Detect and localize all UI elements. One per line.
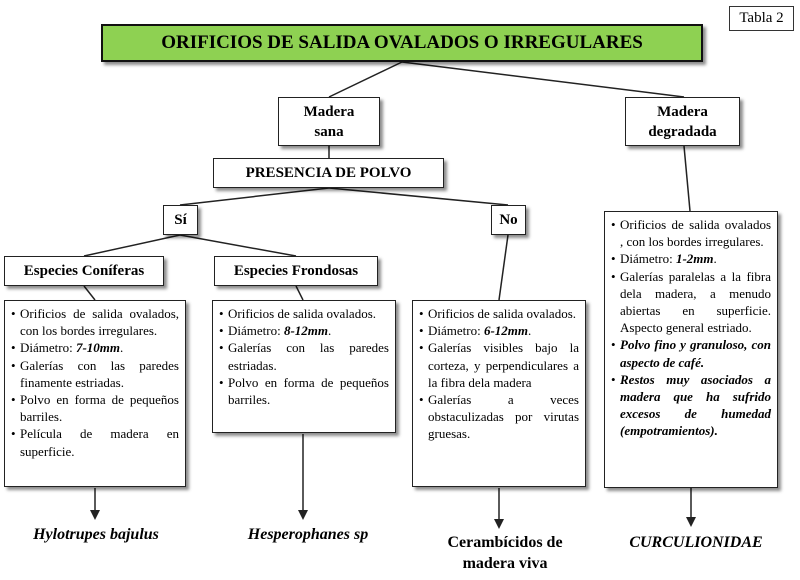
branch-madera-sana: Madera sana <box>278 97 380 146</box>
list-item-text: Polvo en forma de pequeños barriles. <box>20 392 179 425</box>
list-item-text: Orificios de salida ovalados. <box>428 306 577 321</box>
list-item-text: . <box>120 340 124 356</box>
list-item-text: Orificios de salida ovalados, con los bo… <box>20 306 179 339</box>
list-item: Diámetro: 8-12mm. <box>219 322 389 339</box>
list-item-text: Galerías con las paredes estriadas. <box>228 340 389 373</box>
list-item: Galerías a veces obstaculizadas por viru… <box>419 391 579 443</box>
list-item: Polvo en forma de pequeños barriles. <box>219 374 389 408</box>
list-item-text: Galerías con las paredes finamente estri… <box>20 357 179 390</box>
list-item: Polvo en forma de pequeños barriles. <box>11 391 179 425</box>
question-presencia-polvo: PRESENCIA DE POLVO <box>213 158 444 188</box>
table-tag: Tabla 2 <box>729 6 794 31</box>
list-item-text: Galerías visibles bajo la corteza, y per… <box>428 340 579 390</box>
list-item: Orificios de salida ovalados. <box>219 305 389 322</box>
answer-no: No <box>491 205 526 235</box>
list-item-text: Diámetro: <box>20 340 76 356</box>
feature-list-coniferas: Orificios de salida ovalados, con los bo… <box>4 300 186 487</box>
feature-list-degradada: Orificios de salida ovalados , con los b… <box>604 211 778 488</box>
branch-madera-degradada: Madera degradada <box>625 97 740 146</box>
list-item-text: Polvo fino y granuloso, con aspecto de c… <box>620 337 771 370</box>
list-item: Orificios de salida ovalados , con los b… <box>611 216 771 250</box>
result-coniferas: Hylotrupes bajulus <box>33 526 159 543</box>
list-item-text: Polvo en forma de pequeños barriles. <box>228 374 389 408</box>
list-item-text: . <box>328 323 332 339</box>
list-item-text: 6-12mm <box>483 323 529 339</box>
list-item-text: Orificios de salida ovalados , con los b… <box>620 217 771 250</box>
list-item: Galerías con las paredes finamente estri… <box>11 357 179 391</box>
list-item-text: Diámetro: <box>620 251 676 267</box>
list-item: Orificios de salida ovalados, con los bo… <box>11 305 179 339</box>
diagram-title: ORIFICIOS DE SALIDA OVALADOS O IRREGULAR… <box>101 24 703 62</box>
list-item-text: Diámetro: <box>228 323 284 339</box>
list-item: Restos muy asociados a madera que ha suf… <box>611 371 771 440</box>
feature-list-frondosas: Orificios de salida ovalados.Diámetro: 8… <box>212 300 396 433</box>
result-sin-polvo-line2: madera viva <box>462 555 548 572</box>
list-item: Galerías visibles bajo la corteza, y per… <box>419 339 579 391</box>
result-frondosas: Hesperophanes sp <box>247 526 369 543</box>
list-item: Diámetro: 1-2mm. <box>611 250 771 267</box>
group-frondosas: Especies Frondosas <box>214 256 378 286</box>
list-item: Diámetro: 7-10mm. <box>11 339 179 356</box>
list-item-text: Galerías paralelas a la fibra dela mader… <box>620 268 771 336</box>
list-item: Película de madera en superficie. <box>11 425 179 459</box>
list-item-text: Diámetro: <box>428 323 484 339</box>
list-item: Galerías con las paredes estriadas. <box>219 339 389 373</box>
list-item: Diámetro: 6-12mm. <box>419 322 579 339</box>
list-item: Galerías paralelas a la fibra dela mader… <box>611 268 771 337</box>
list-item-text: . <box>713 251 717 267</box>
list-item: Polvo fino y granuloso, con aspecto de c… <box>611 336 771 370</box>
answer-si: Sí <box>163 205 198 235</box>
list-item-text: 1-2mm <box>675 251 714 267</box>
list-item-text: Restos muy asociados a madera que ha suf… <box>620 371 771 439</box>
group-coniferas: Especies Coníferas <box>4 256 164 286</box>
list-item-text: 8-12mm <box>283 323 329 339</box>
result-degradada: CURCULIONIDAE <box>629 534 763 551</box>
result-sin-polvo: Cerambícidos de madera viva <box>430 532 580 574</box>
list-item-text: Orificios de salida ovalados. <box>228 306 377 321</box>
list-item-text: . <box>528 323 532 339</box>
branch-degradada-line1: Madera <box>657 103 708 120</box>
list-item: Orificios de salida ovalados. <box>419 305 579 322</box>
list-item-text: Galerías a veces obstaculizadas por viru… <box>428 392 579 442</box>
branch-sana-line2: sana <box>314 123 344 140</box>
list-item-text: 7-10mm <box>75 340 121 356</box>
branch-degradada-line2: degradada <box>648 123 717 140</box>
branch-sana-line1: Madera <box>303 103 355 120</box>
result-sin-polvo-line1: Cerambícidos de <box>447 534 563 551</box>
feature-list-sin-polvo: Orificios de salida ovalados.Diámetro: 6… <box>412 300 586 487</box>
list-item-text: Película de madera en superficie. <box>20 426 179 459</box>
